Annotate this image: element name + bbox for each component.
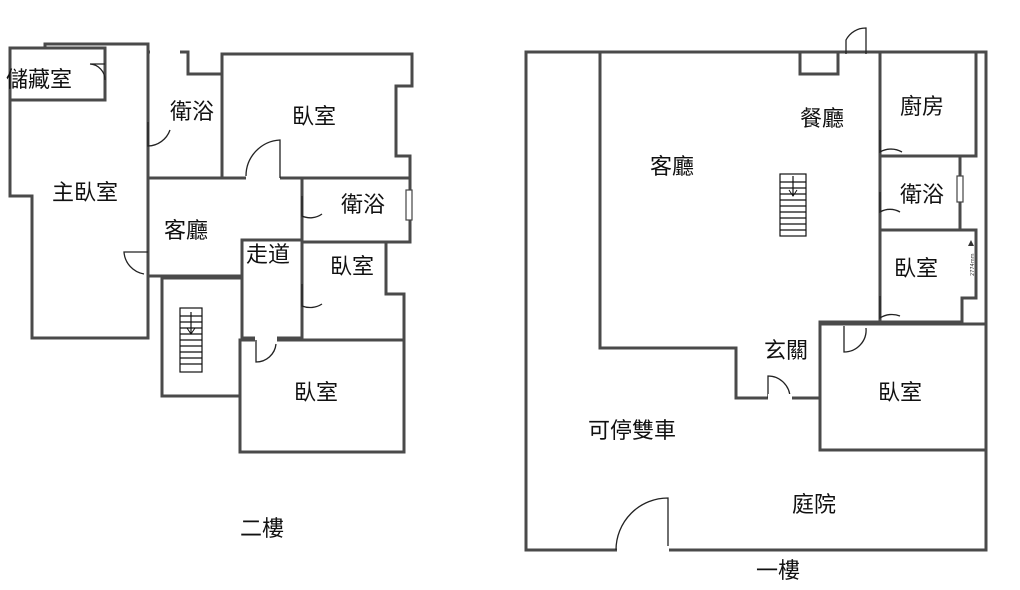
door-swing-bedroom-small — [879, 296, 901, 320]
door-swing-top-entry — [845, 27, 867, 54]
room-label-master-bedroom: 主臥室 — [52, 181, 118, 206]
wall-bedroom-floor1 — [818, 322, 988, 452]
room-label-living-floor1: 客廳 — [650, 155, 694, 180]
door-swing-bath-top — [147, 122, 171, 147]
room-label-living: 客廳 — [164, 219, 208, 244]
floor1-caption: 一樓 — [756, 559, 800, 584]
window-bath-floor1 — [956, 175, 964, 203]
room-label-bath-mid: 衛浴 — [341, 193, 385, 218]
staircase-floor2 — [179, 307, 203, 373]
room-label-bath-floor1: 衛浴 — [900, 183, 944, 208]
wall-bedroom-small — [878, 228, 978, 324]
window-bath-mid — [405, 189, 413, 221]
dimension-arrow — [968, 240, 974, 246]
wall-kitchen — [878, 50, 978, 158]
door-swing-hall — [255, 340, 277, 363]
wall-master-bedroom — [8, 42, 150, 340]
second-floor-plan: 儲藏室 主臥室 衛浴 臥室 客廳 衛浴 走道 臥室 臥室 二樓 — [6, 42, 414, 542]
room-label-bedroom-mid: 臥室 — [330, 255, 374, 280]
wall-storage-room — [8, 46, 107, 102]
room-label-kitchen: 廚房 — [900, 95, 944, 120]
door-swing-bath-mid — [301, 196, 323, 219]
door-swing-bath — [879, 192, 901, 214]
door-swing-entrance — [843, 326, 867, 353]
door-swing-kitchen — [879, 130, 903, 154]
room-label-dining: 餐廳 — [800, 107, 844, 132]
door-gap-garage — [617, 546, 669, 554]
room-label-bedroom-bottom: 臥室 — [294, 381, 338, 406]
door-swing-bedroom-mid — [301, 284, 323, 309]
room-label-parking: 可停雙車 — [588, 419, 676, 444]
floor2-caption: 二樓 — [240, 517, 284, 542]
room-label-bath-top: 衛浴 — [170, 100, 214, 125]
dimension-note: 2774mm — [970, 253, 976, 276]
room-label-hallway: 走道 — [246, 243, 290, 268]
room-label-bedroom-small: 臥室 — [894, 257, 938, 282]
door-gap-living-top — [246, 175, 280, 181]
room-label-entrance: 玄關 — [764, 339, 808, 364]
first-floor-plan: 2774mm 餐廳 廚房 客廳 衛浴 臥室 玄關 臥室 可停雙車 庭院 一樓 — [524, 27, 988, 584]
room-label-bedroom-top: 臥室 — [292, 105, 336, 130]
door-gap-garden-window — [150, 49, 180, 54]
staircase-floor1 — [779, 173, 807, 237]
door-swing-master — [123, 251, 148, 275]
wall-bedroom-bottom — [238, 338, 406, 454]
room-label-bedroom-floor1: 臥室 — [878, 381, 922, 406]
door-gap-foyer — [768, 394, 792, 402]
door-swing-garage — [615, 497, 669, 551]
door-gap-hall-bottom — [255, 335, 277, 343]
door-swing-bedroom-top — [245, 139, 281, 178]
room-label-storage: 儲藏室 — [6, 68, 72, 93]
room-label-garden: 庭院 — [792, 493, 836, 518]
door-swing-storage — [89, 63, 106, 81]
